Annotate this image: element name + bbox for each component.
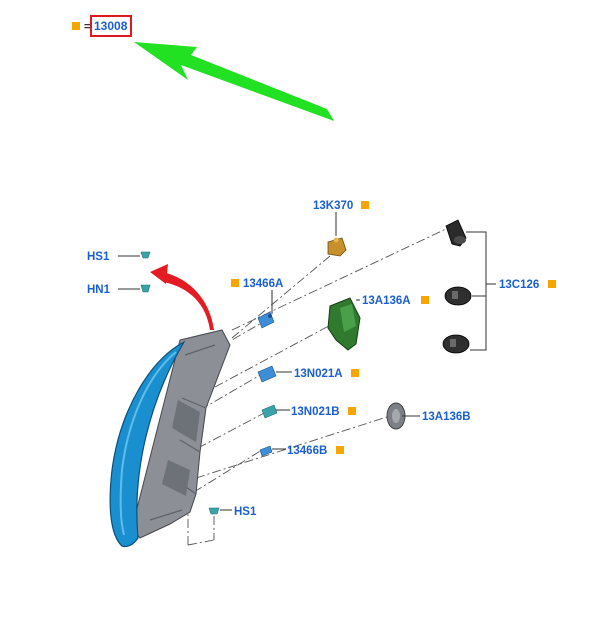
marker-13466B bbox=[336, 446, 344, 454]
headlamp-lens-highlight bbox=[119, 351, 177, 536]
label-13N021A[interactable]: 13N021A bbox=[294, 368, 343, 380]
cap-13C126-middle[interactable] bbox=[444, 286, 472, 306]
label-13A136B[interactable]: 13A136B bbox=[422, 411, 471, 423]
label-hs1-bottom[interactable]: HS1 bbox=[234, 506, 257, 518]
bulb-13K370[interactable] bbox=[327, 212, 347, 257]
clip-13N021A[interactable] bbox=[257, 365, 292, 383]
screw-hn1[interactable] bbox=[118, 284, 151, 293]
part-number-highlight-box bbox=[90, 15, 132, 37]
screw-13466A[interactable] bbox=[257, 290, 275, 329]
headlamp-assembly[interactable] bbox=[109, 329, 231, 548]
assembly-lines bbox=[187, 227, 449, 546]
label-hn1[interactable]: HN1 bbox=[87, 284, 111, 296]
bracket-13A136A[interactable] bbox=[327, 297, 361, 351]
label-13A136A[interactable]: 13A136A bbox=[362, 295, 411, 307]
label-13466A[interactable]: 13466A bbox=[243, 278, 283, 290]
red-arrow-head bbox=[150, 264, 168, 284]
header-equals: = bbox=[84, 21, 90, 33]
cap-13C126-top[interactable] bbox=[445, 219, 467, 247]
label-13N021B[interactable]: 13N021B bbox=[291, 406, 340, 418]
marker-13466A bbox=[231, 279, 239, 287]
green-arrow bbox=[134, 42, 334, 121]
marker-13N021B bbox=[348, 407, 356, 415]
label-13C126[interactable]: 13C126 bbox=[499, 279, 539, 291]
label-hs1-top[interactable]: HS1 bbox=[87, 251, 110, 263]
screw-hs1-bottom[interactable] bbox=[208, 507, 232, 515]
headlamp-housing-shadow bbox=[162, 400, 200, 496]
part-number[interactable]: 13008 bbox=[94, 19, 128, 33]
screw-hs1-top[interactable] bbox=[118, 251, 151, 259]
header-marker bbox=[72, 22, 80, 30]
headlamp-lens bbox=[109, 340, 186, 548]
label-13K370[interactable]: 13K370 bbox=[313, 200, 353, 212]
label-13466B[interactable]: 13466B bbox=[287, 445, 327, 457]
screw-13466B[interactable] bbox=[259, 445, 286, 457]
clip-13N021B[interactable] bbox=[261, 404, 290, 419]
bracket-line-13C126 bbox=[466, 231, 496, 351]
marker-13A136A bbox=[421, 296, 429, 304]
cap-13C126-bottom[interactable] bbox=[442, 334, 470, 354]
marker-13K370 bbox=[361, 201, 369, 209]
headlamp-housing-detail bbox=[149, 344, 216, 521]
marker-13C126 bbox=[548, 280, 556, 288]
grommet-13A136B[interactable] bbox=[386, 402, 420, 430]
red-curved-arrow bbox=[162, 272, 214, 330]
marker-13N021A bbox=[351, 369, 359, 377]
